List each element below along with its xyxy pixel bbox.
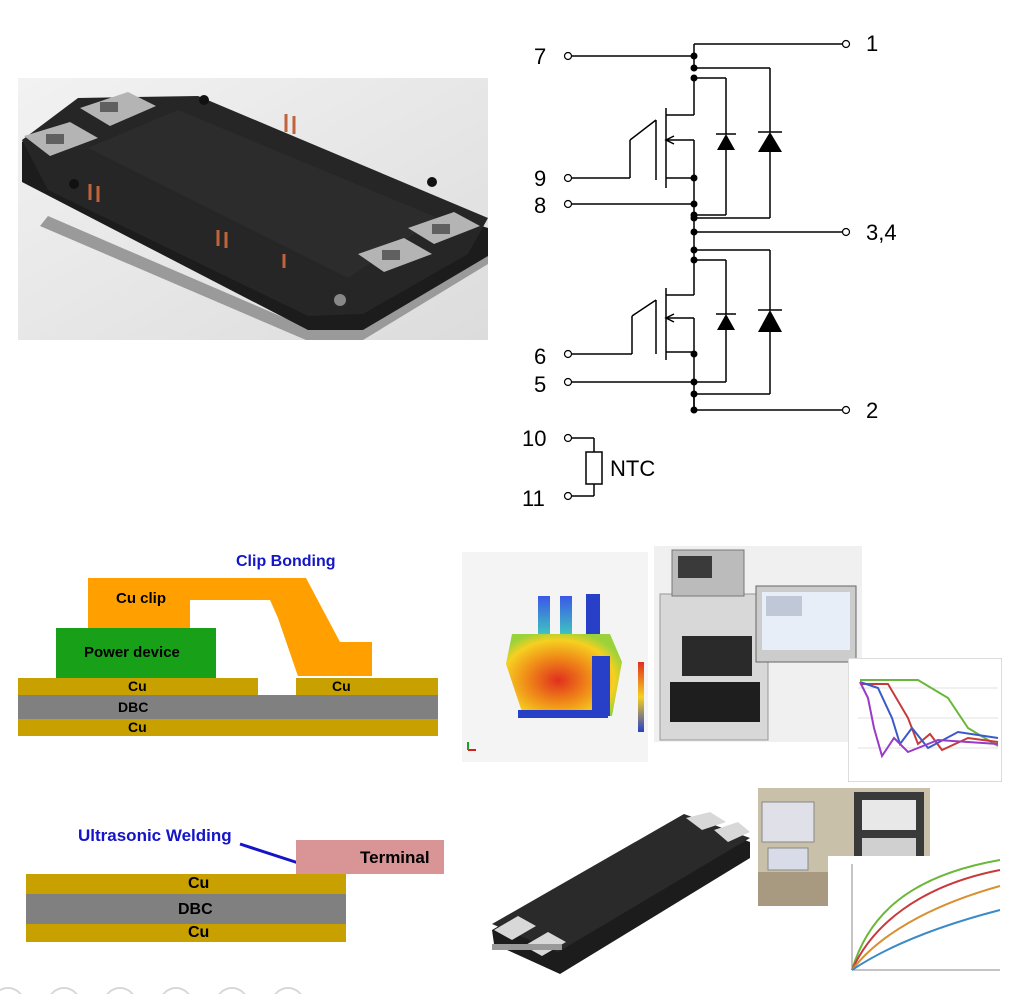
circuit-schematic-panel: 7 1 9 8 3,4 6 5 2 10 11 NTC	[520, 20, 920, 520]
module-render-panel	[18, 78, 488, 340]
clip-bonding-title: Clip Bonding	[236, 553, 336, 570]
cu-layer-bottom	[18, 719, 438, 736]
cu-layer-right	[296, 678, 438, 695]
terminal-block	[296, 840, 444, 874]
dbc-label: DBC	[118, 699, 149, 715]
uw-cu-bottom-layer	[26, 924, 346, 942]
terminal-block-right-1	[408, 212, 480, 244]
dbc-layer	[18, 695, 438, 719]
pin-9-label: 9	[534, 166, 546, 191]
uw-dbc-label: DBC	[178, 901, 213, 918]
ultrasonic-welding-title: Ultrasonic Welding	[78, 826, 232, 845]
thermal-simulation-image	[462, 552, 648, 762]
terminal-label: Terminal	[360, 848, 430, 867]
ntc-label: NTC	[610, 456, 655, 481]
pin-6-label: 6	[534, 344, 546, 369]
cu-layer-left	[18, 678, 258, 695]
packaged-module-render	[488, 812, 760, 976]
cu-clip-label: Cu clip	[116, 590, 167, 607]
cu-right-label: Cu	[332, 678, 351, 694]
terminal-block-left-1	[80, 92, 156, 126]
cu-clip-shape	[88, 578, 372, 676]
waveform-plot-image	[847, 657, 1003, 783]
uw-dbc-layer	[26, 894, 346, 924]
pin-3-4-label: 3,4	[866, 220, 897, 245]
uw-cu-bottom-label: Cu	[188, 924, 210, 941]
test-equipment-photo	[654, 546, 862, 742]
pin-1-label: 1	[866, 31, 878, 56]
half-bridge-schematic: 7 1 9 8 3,4 6 5 2 10 11 NTC	[522, 31, 897, 511]
terminal-block-right-2	[358, 238, 432, 272]
cu-left-label: Cu	[128, 678, 147, 694]
characteristic-curve-plot	[828, 856, 1006, 986]
pin-7-label: 7	[534, 44, 546, 69]
decorative-circles	[0, 987, 302, 994]
pin-5-label: 5	[534, 372, 546, 397]
pin-2-label: 2	[866, 398, 878, 423]
pin-11-label: 11	[522, 486, 545, 511]
signal-pins	[88, 114, 296, 268]
pin-8-label: 8	[534, 193, 546, 218]
cu-bottom-label: Cu	[128, 719, 147, 735]
terminal-block-left-2	[24, 122, 98, 156]
power-device-block	[56, 628, 216, 678]
power-device-label: Power device	[84, 644, 180, 661]
freewheel-diodes	[716, 131, 782, 332]
uw-cu-top-layer	[26, 874, 346, 894]
ultrasonic-welding-diagram: Ultrasonic Welding Terminal Cu DBC Cu	[0, 820, 460, 950]
module-3d-image	[18, 78, 488, 340]
pin-10-label: 10	[522, 426, 546, 451]
uw-cu-top-label: Cu	[188, 875, 210, 892]
clip-bonding-diagram: Clip Bonding Cu clip Power device Cu Cu …	[0, 548, 460, 748]
